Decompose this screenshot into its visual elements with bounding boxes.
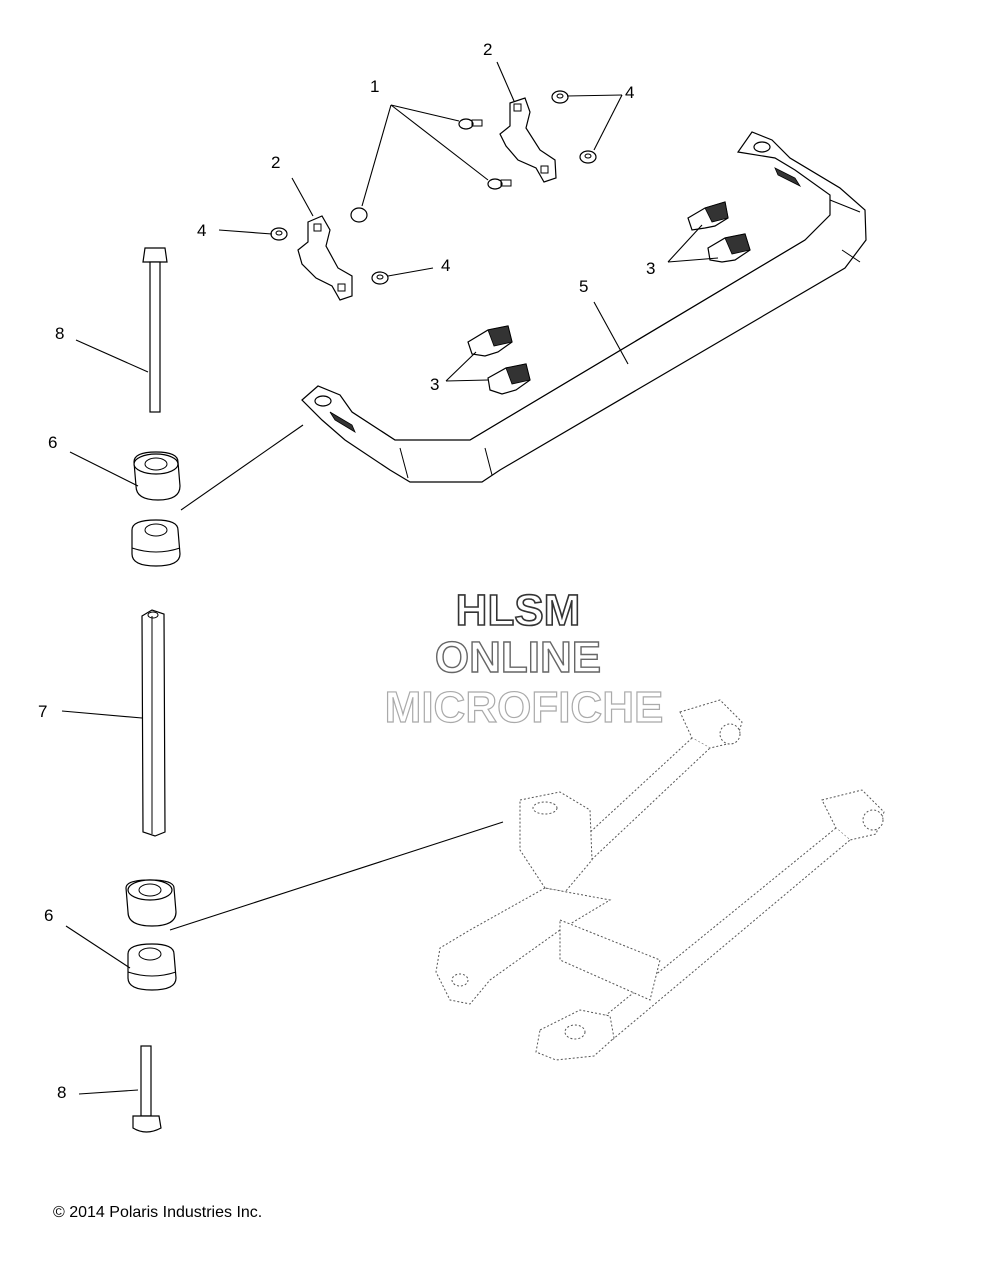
watermark-line-2: ONLINE: [435, 633, 601, 682]
callout-3-upper: 3: [646, 259, 655, 278]
callout-7: 7: [38, 702, 47, 721]
callout-2-lower: 2: [271, 153, 280, 172]
screw-fasteners: [350, 118, 512, 223]
clamp-lower: [297, 215, 353, 301]
grommet-lower: [125, 879, 177, 927]
copyright-notice: © 2014 Polaris Industries Inc.: [53, 1204, 263, 1221]
clamp-upper: [499, 97, 557, 183]
watermark-line-1: HLSM: [456, 586, 581, 635]
callout-4-right: 4: [441, 256, 450, 275]
callout-8-lower: 8: [57, 1083, 66, 1102]
grommet-lower-2: [127, 943, 177, 991]
link-rod: [141, 609, 166, 837]
stabilizer-bar: [301, 131, 867, 483]
control-arm-assembly: [435, 699, 885, 1061]
watermark-line-3: MICROFICHE: [385, 683, 664, 732]
callout-4-left: 4: [197, 221, 206, 240]
grommet-upper: [133, 451, 181, 501]
nut-fasteners: [270, 90, 597, 285]
watermark: HLSM ONLINE MICROFICHE: [384, 585, 664, 732]
callout-numbers: 1 2 2 3 3 4 4 4 5 6 6 7 8 8: [38, 40, 655, 1102]
leader-lines: [61, 61, 719, 1095]
callout-1: 1: [370, 77, 379, 96]
callout-4-upper: 4: [625, 83, 634, 102]
bolt-upper: [142, 247, 168, 413]
bushing-lower-left: [467, 325, 531, 395]
callout-6-upper: 6: [48, 433, 57, 452]
callout-5: 5: [579, 277, 588, 296]
grommet-upper-2: [131, 519, 181, 567]
bushing-upper-right: [687, 201, 751, 263]
callout-2-upper: 2: [483, 40, 492, 59]
bolt-lower: [132, 1045, 162, 1133]
callout-3-lower: 3: [430, 375, 439, 394]
callout-8-upper: 8: [55, 324, 64, 343]
callout-6-lower: 6: [44, 906, 53, 925]
